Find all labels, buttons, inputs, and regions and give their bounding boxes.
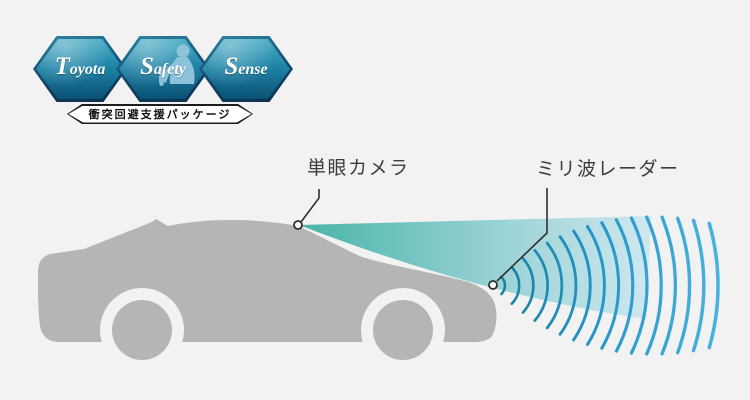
leader-lines — [300, 188, 548, 282]
front-wheel — [373, 300, 433, 360]
radar-label: ミリ波レーダー — [536, 159, 680, 180]
logo-hexagon-sense: Sense — [199, 36, 293, 102]
radar-point-marker — [488, 280, 498, 290]
radar-arc — [707, 221, 720, 350]
driver-silhouette-icon — [158, 44, 195, 86]
camera-point-marker — [293, 220, 303, 230]
logo-banner-text: 衝突回避支援パッケージ — [88, 109, 232, 121]
logo-hexagon-safety: Safety — [116, 36, 210, 102]
radar-leader-line — [496, 188, 548, 282]
radar-arc — [500, 275, 507, 296]
radar-arc — [614, 218, 635, 353]
logo-word-sense: Sense — [224, 53, 268, 80]
radar-arc — [586, 225, 606, 346]
rear-wheel — [112, 300, 172, 360]
radar-arc — [645, 215, 663, 356]
radar-arc — [660, 215, 677, 356]
radar-arc — [691, 218, 706, 353]
radar-arc — [533, 249, 549, 322]
radar-arc — [600, 221, 621, 350]
radar-arc — [675, 216, 692, 355]
radar-arc — [510, 266, 521, 305]
logo-banner-inner: 衝突回避支援パッケージ — [68, 105, 252, 123]
logo-hexagon-toyota: Toyota — [33, 36, 127, 102]
logo-banner-ribbon: 衝突回避支援パッケージ — [67, 104, 253, 124]
radar-arc — [558, 235, 578, 336]
camera-label: 単眼カメラ — [307, 158, 410, 179]
radar-arc — [629, 216, 649, 355]
radar-arc — [521, 257, 535, 314]
logo-word-safety: Safety — [140, 53, 186, 80]
logo-word-toyota: Toyota — [54, 53, 106, 80]
radar-wave-arcs — [500, 215, 720, 356]
radar-arc — [572, 229, 592, 342]
radar-arc — [545, 241, 564, 330]
camera-leader-line — [300, 189, 320, 223]
car-silhouette — [38, 219, 497, 372]
